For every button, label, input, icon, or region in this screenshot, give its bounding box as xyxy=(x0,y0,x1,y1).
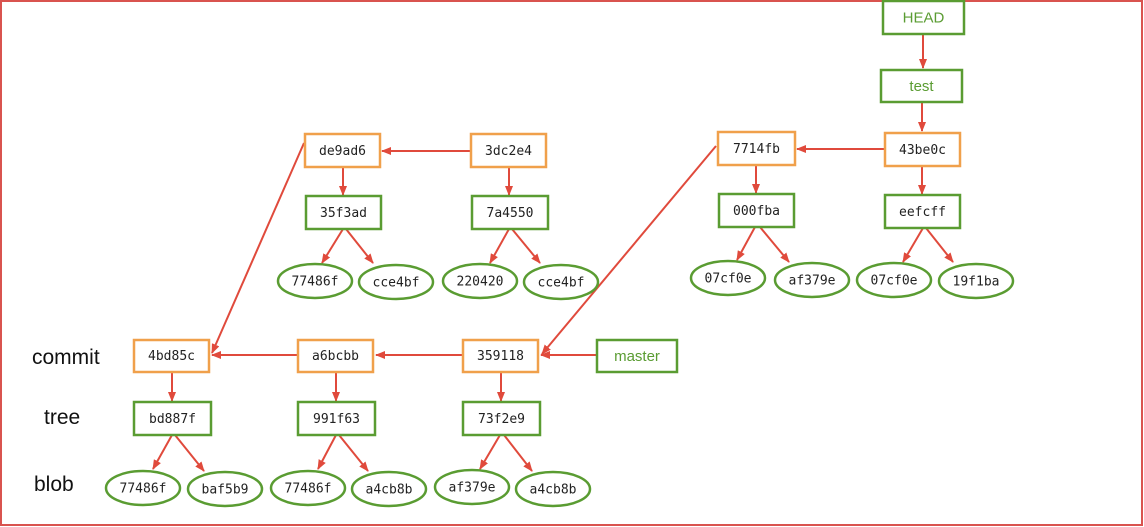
blob-label: 07cf0e xyxy=(705,272,752,287)
blob-label: cce4bf xyxy=(373,276,420,291)
row-label-blob: blob xyxy=(34,473,74,496)
edge-991f63-to-b12 xyxy=(338,434,369,472)
tree-label: 35f3ad xyxy=(320,206,367,221)
blob-node[interactable]: cce4bf xyxy=(522,263,600,301)
edge-eefcff-to-b8 xyxy=(925,227,954,263)
blob-label: 220420 xyxy=(457,275,504,290)
blob-node[interactable]: 220420 xyxy=(441,262,519,300)
edge-73f2e9-to-b14 xyxy=(503,434,533,472)
edge-35f3ad-to-b1 xyxy=(321,228,344,264)
blob-node[interactable]: 19f1ba xyxy=(937,262,1015,300)
edge-7a4550-to-b4 xyxy=(511,228,541,264)
edge-73f2e9-to-b13 xyxy=(479,434,501,470)
commit-label: 4bd85c xyxy=(148,349,195,364)
tree-node[interactable]: 35f3ad xyxy=(304,194,383,231)
blob-node[interactable]: baf5b9 xyxy=(186,470,264,508)
blob-label: cce4bf xyxy=(538,276,585,291)
edge-bd887f-to-b9 xyxy=(152,434,173,470)
commit-label: 7714fb xyxy=(733,142,780,157)
tree-node[interactable]: 991f63 xyxy=(296,400,377,437)
commit-label: 43be0c xyxy=(899,143,946,158)
tree-label: 73f2e9 xyxy=(478,412,525,427)
blob-node[interactable]: af379e xyxy=(433,468,511,506)
tree-label: 991f63 xyxy=(313,412,360,427)
commit-label: 359118 xyxy=(477,349,524,364)
ref-head[interactable]: HEAD xyxy=(881,0,966,36)
blob-label: af379e xyxy=(789,274,836,289)
blob-label: baf5b9 xyxy=(202,483,249,498)
tree-node[interactable]: 7a4550 xyxy=(470,194,550,231)
commit-node[interactable]: 3dc2e4 xyxy=(469,132,548,169)
edge-7a4550-to-b3 xyxy=(489,228,510,264)
commit-label: 3dc2e4 xyxy=(485,144,532,159)
row-label-tree: tree xyxy=(44,406,80,429)
commit-node[interactable]: 7714fb xyxy=(716,130,797,167)
tree-label: bd887f xyxy=(149,412,196,427)
tree-label: 7a4550 xyxy=(487,206,534,221)
edge-000fba-to-b5 xyxy=(736,226,756,261)
edge-000fba-to-b6 xyxy=(759,226,790,263)
ref-master[interactable]: master xyxy=(595,338,679,374)
tree-label: 000fba xyxy=(733,204,780,219)
blob-node[interactable]: 77486f xyxy=(276,262,354,300)
commit-node[interactable]: 43be0c xyxy=(883,131,962,168)
edge-991f63-to-b11 xyxy=(317,434,337,470)
blob-node[interactable]: a4cb8b xyxy=(514,470,592,508)
edges-layer xyxy=(152,34,954,472)
blob-label: 07cf0e xyxy=(871,274,918,289)
blob-node[interactable]: 07cf0e xyxy=(689,259,767,297)
blob-label: af379e xyxy=(449,481,496,496)
ref-head-label: HEAD xyxy=(903,10,945,27)
blob-label: a4cb8b xyxy=(366,483,413,498)
edge-de9ad6-to-4bd85c xyxy=(211,142,305,354)
blob-node[interactable]: 77486f xyxy=(269,469,347,507)
blob-node[interactable]: 77486f xyxy=(104,469,182,507)
edge-7714fb-to-359118 xyxy=(541,145,717,355)
tree-node[interactable]: eefcff xyxy=(883,193,962,230)
commit-label: de9ad6 xyxy=(319,144,366,159)
blob-label: 77486f xyxy=(285,482,332,497)
edge-35f3ad-to-b2 xyxy=(345,228,374,264)
commit-node[interactable]: 4bd85c xyxy=(132,338,211,374)
blob-label: 77486f xyxy=(292,275,339,290)
ref-master-label: master xyxy=(614,348,660,365)
row-label-commit: commit xyxy=(32,346,100,369)
commit-node[interactable]: de9ad6 xyxy=(303,132,382,169)
blob-node[interactable]: 07cf0e xyxy=(855,261,933,299)
blob-label: 19f1ba xyxy=(953,275,1000,290)
commit-node[interactable]: 359118 xyxy=(461,338,540,374)
commit-node[interactable]: a6bcbb xyxy=(296,338,375,374)
edge-bd887f-to-b10 xyxy=(174,434,205,472)
ref-test-label: test xyxy=(909,78,934,95)
blob-node[interactable]: cce4bf xyxy=(357,263,435,301)
edge-eefcff-to-b7 xyxy=(902,227,924,263)
blob-node[interactable]: af379e xyxy=(773,261,851,299)
tree-node[interactable]: 73f2e9 xyxy=(461,400,542,437)
blob-node[interactable]: a4cb8b xyxy=(350,470,428,508)
ref-test[interactable]: test xyxy=(879,68,964,104)
commit-label: a6bcbb xyxy=(312,349,359,364)
tree-label: eefcff xyxy=(899,205,946,220)
blob-label: a4cb8b xyxy=(530,483,577,498)
tree-node[interactable]: bd887f xyxy=(132,400,213,437)
tree-node[interactable]: 000fba xyxy=(717,192,796,229)
blob-label: 77486f xyxy=(120,482,167,497)
